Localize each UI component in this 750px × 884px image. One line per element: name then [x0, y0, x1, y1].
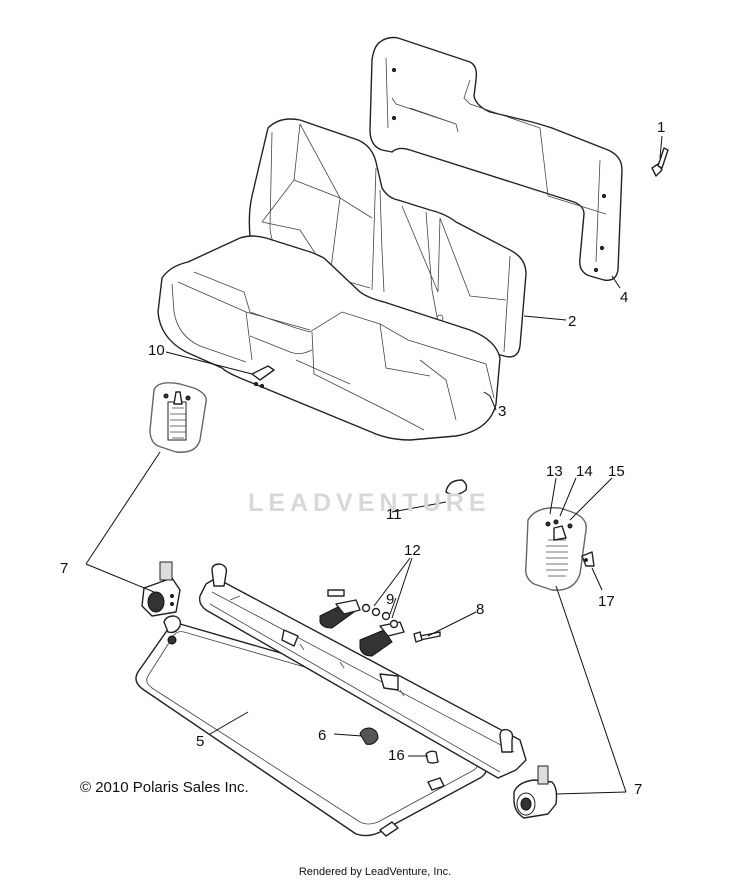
seat-latch-left [141, 561, 181, 617]
rubber-bumper [445, 479, 468, 505]
rubber-grommet [359, 727, 379, 745]
rendered-by-footer: Rendered by LeadVenture, Inc. [298, 866, 452, 878]
callout-1: 1 [657, 119, 666, 136]
rubber-grommet-left [163, 615, 182, 645]
callout-15: 15 [608, 463, 625, 480]
latch-detail-inset-right [524, 507, 595, 591]
callout-7-right: 7 [634, 781, 643, 798]
leader-lines [85, 135, 663, 795]
callout-8: 8 [476, 601, 485, 618]
callout-17: 17 [598, 593, 615, 610]
seat-latch-right [513, 765, 558, 819]
callout-11: 11 [386, 506, 402, 523]
push-pin-fastener [651, 147, 669, 177]
seat-base-crossmember [198, 563, 527, 779]
copyright-notice: © 2010 Polaris Sales Inc. [80, 779, 249, 796]
seat-latch-bracket-small [251, 365, 275, 388]
callout-14: 14 [576, 463, 593, 480]
callout-10: 10 [148, 342, 165, 359]
callout-7-left: 7 [60, 560, 69, 577]
callout-13: 13 [546, 463, 563, 480]
bolt [413, 631, 441, 643]
washers [361, 603, 399, 629]
callout-6: 6 [318, 727, 327, 744]
callout-2: 2 [568, 313, 577, 330]
callout-12: 12 [404, 542, 421, 559]
watermark-text: LEADVENTURE [248, 489, 491, 517]
callout-3: 3 [498, 403, 507, 420]
latch-detail-inset-left [149, 382, 207, 453]
seat-back-panel [369, 36, 623, 281]
spacer [425, 750, 439, 764]
seat-cushion [157, 235, 501, 441]
callout-16: 16 [388, 747, 405, 764]
callout-9: 9 [386, 591, 395, 608]
callout-4: 4 [620, 289, 629, 306]
callout-5: 5 [196, 733, 205, 750]
seat-belt-buckle-assemblies [319, 589, 405, 657]
